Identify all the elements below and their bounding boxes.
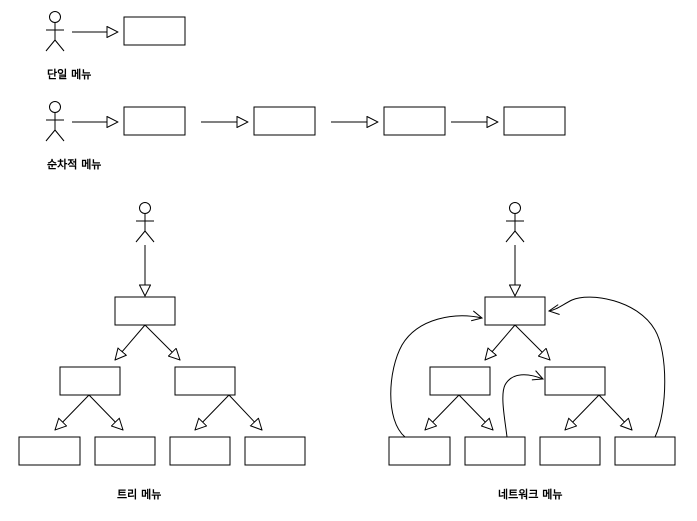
user-actor-icon [45,11,65,52]
menu-box [388,436,451,466]
arrow [55,394,90,430]
sequential-menu-diagram [45,101,566,142]
caption-network-menu: 네트워크 메뉴 [498,488,563,501]
arrow [514,324,550,360]
menu-box [123,106,186,136]
arrow [88,394,123,430]
tree-menu-diagram [18,202,306,466]
caption-tree-menu: 트리 메뉴 [117,488,162,501]
menu-box [59,366,121,396]
menu-box [123,16,186,46]
menu-box [383,106,446,136]
arrow [228,394,262,430]
menu-box [94,436,156,466]
caption-single-menu: 단일 메뉴 [47,68,92,81]
arrow [425,394,460,430]
menu-box [244,436,306,466]
menu-box [114,296,176,326]
arrow [598,394,632,430]
single-menu-diagram [45,11,186,52]
user-actor-icon [45,101,65,142]
back-link-arrow [390,316,482,438]
arrow [565,394,600,430]
network-menu-diagram [388,202,676,466]
user-actor-icon [135,202,155,243]
caption-sequential-menu: 순차적 메뉴 [47,158,102,171]
menu-box [464,436,526,466]
arrow [485,324,516,360]
menu-box [174,366,236,396]
arrow [144,324,180,360]
menu-box [544,366,606,396]
menu-box [18,436,81,466]
menu-box [429,366,491,396]
user-actor-icon [505,202,525,243]
arrow [115,324,146,360]
menu-box [614,436,676,466]
back-link-arrow [549,296,666,438]
arrow [195,394,230,430]
menu-box [539,436,601,466]
menu-box [503,106,566,136]
menu-box [253,106,316,136]
menu-box [169,436,231,466]
back-link-arrow [502,375,543,438]
menu-box [484,296,546,326]
arrow [458,394,493,430]
